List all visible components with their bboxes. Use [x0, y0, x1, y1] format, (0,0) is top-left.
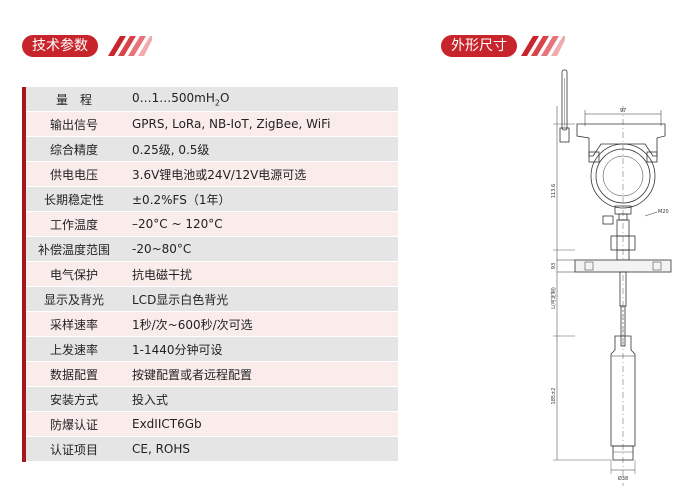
dimension-drawing: 97 113.6 M20 93 L(可定制) 185±2 Ø38	[550, 69, 672, 486]
spec-label: 工作温度	[22, 211, 122, 237]
spec-label: 显示及背光	[22, 286, 122, 312]
spec-value: GPRS, LoRa, NB-IoT, ZigBee, WiFi	[122, 111, 398, 137]
dim-port: M20	[658, 209, 669, 215]
spec-value-subscript: 2	[214, 98, 220, 108]
dim-top-width: 97	[620, 108, 626, 114]
spec-value: 1秒/次~600秒/次可选	[122, 311, 398, 337]
spec-label: 电气保护	[22, 261, 122, 287]
spec-label: 量 程	[22, 87, 122, 112]
spec-value: CE, ROHS	[122, 436, 398, 462]
spec-label: 输出信号	[22, 111, 122, 137]
spec-label: 供电电压	[22, 161, 122, 187]
spec-label: 安装方式	[22, 386, 122, 412]
spec-label: 综合精度	[22, 136, 122, 162]
spec-value: 投入式	[122, 386, 398, 412]
dim-cable: L(可定制)	[550, 287, 557, 309]
spec-value-tail: O	[219, 90, 230, 105]
spec-value: -20~80°C	[122, 236, 398, 262]
dimensions-section-title: 外形尺寸	[441, 35, 517, 57]
spec-row: 电气保护抗电磁干扰	[22, 261, 398, 287]
spec-label: 数据配置	[22, 361, 122, 387]
header-stripes-icon	[521, 36, 565, 56]
specs-section-title: 技术参数	[22, 35, 98, 57]
spec-label: 防爆认证	[22, 411, 122, 437]
spec-label: 上发速率	[22, 336, 122, 362]
spec-row: 长期稳定性±0.2%FS（1年）	[22, 186, 398, 212]
spec-label: 长期稳定性	[22, 186, 122, 212]
dim-head-height: 113.6	[551, 184, 557, 198]
spec-value: –20°C ~ 120°C	[122, 211, 398, 237]
spec-label: 采样速率	[22, 311, 122, 337]
spec-label: 补偿温度范围	[22, 236, 122, 262]
spec-value: 0.25级, 0.5级	[122, 136, 398, 162]
spec-value: 抗电磁干扰	[122, 261, 398, 287]
header-stripes-icon	[108, 36, 152, 56]
dim-flange: 93	[551, 263, 557, 269]
spec-label: 认证项目	[22, 436, 122, 462]
spec-row: 工作温度–20°C ~ 120°C	[22, 211, 398, 237]
spec-value: 1-1440分钟可设	[122, 336, 398, 362]
spec-row: 数据配置按键配置或者远程配置	[22, 361, 398, 387]
antenna-icon	[561, 69, 568, 131]
spec-value: ±0.2%FS（1年）	[122, 186, 398, 212]
specs-section-header: 技术参数	[22, 35, 152, 57]
dimensions-section-header: 外形尺寸	[441, 35, 571, 57]
spec-row: 安装方式投入式	[22, 386, 398, 412]
spec-value-main: 0…1…500mH	[132, 90, 215, 105]
spec-value: LCD显示白色背光	[122, 286, 398, 312]
dim-probe: 185±2	[551, 388, 557, 405]
spec-row: 补偿温度范围-20~80°C	[22, 236, 398, 262]
dim-diameter: Ø38	[618, 475, 628, 482]
spec-value: 0…1…500mH2O	[122, 87, 398, 112]
spec-value: 3.6V锂电池或24V/12V电源可选	[122, 161, 398, 187]
spec-value: ExdIICT6Gb	[122, 411, 398, 437]
spec-value: 按键配置或者远程配置	[122, 361, 398, 387]
